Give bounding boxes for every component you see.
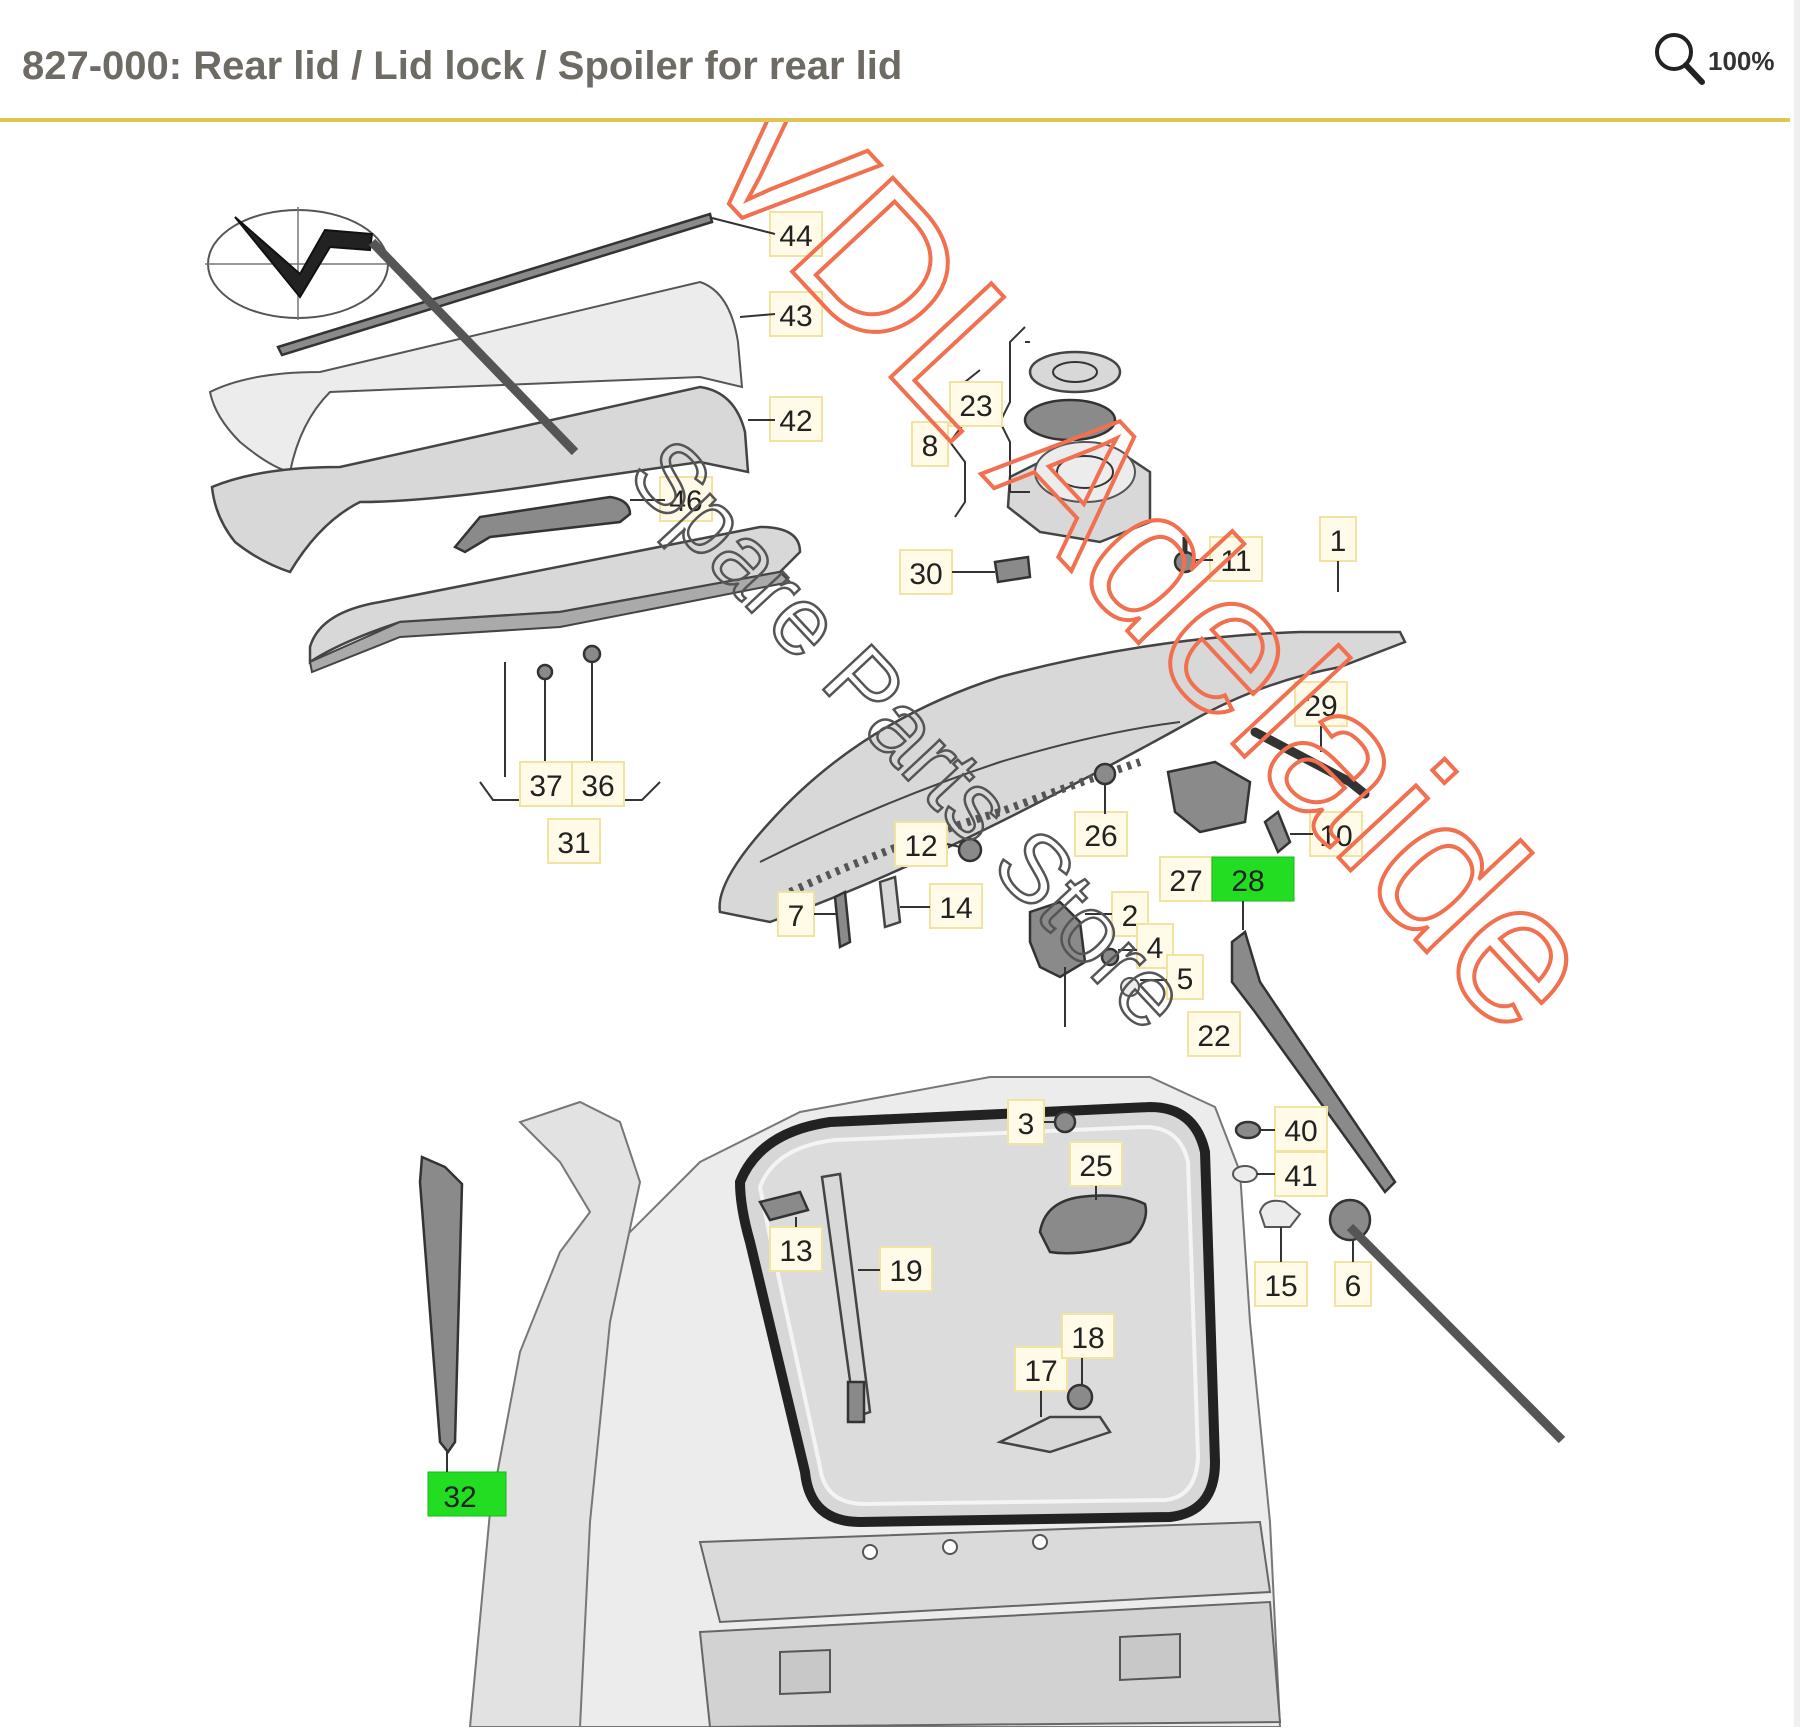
callout-labels: 44 43 42 46 23 8 11 30 1 29 37 36 31 [427,211,1372,1517]
callout-3: 3 [1018,1108,1035,1141]
callout-22: 22 [1197,1020,1230,1053]
scrollbar[interactable] [1794,0,1800,1727]
callout-26: 26 [1084,820,1117,853]
lid-lock-parts [957,760,1292,863]
callout-23: 23 [959,390,992,423]
callout-15: 15 [1264,1270,1297,1303]
callout-41: 41 [1284,1160,1317,1193]
callout-36: 36 [581,770,614,803]
page-header: 827-000: Rear lid / Lid lock / Spoiler f… [0,0,1790,122]
zoom-level: 100% [1708,46,1775,76]
callout-46: 46 [669,485,702,518]
highlighted-part-28 [1211,856,1295,902]
callout-40: 40 [1284,1115,1317,1148]
magnifier-icon [1655,33,1705,85]
rear-lid [718,630,1407,924]
callout-6: 6 [1345,1270,1362,1303]
callout-8: 8 [922,430,939,463]
callout-4: 4 [1147,932,1164,965]
lock-bolt [1173,537,1197,574]
callout-10: 10 [1319,820,1352,853]
callout-27: 27 [1169,865,1202,898]
callout-43: 43 [779,300,812,333]
watermark-line-left [368,238,579,456]
pillar-trim-left [418,1155,464,1455]
callout-11: 11 [1220,545,1251,578]
callout-1: 1 [1330,525,1347,558]
callout-32: 32 [443,1481,476,1514]
parts-diagram: 44 43 42 46 23 8 11 30 1 29 37 36 31 [0,37,1800,1729]
vehicle-body-shell [468,1076,1282,1729]
pillar-trim-right [1230,929,1397,1194]
callout-29: 29 [1304,690,1337,723]
callout-14: 14 [939,892,972,925]
highlighted-part-32 [427,1471,507,1517]
watermark-line-right [1346,1223,1566,1444]
callout-12: 12 [904,830,937,863]
lock-latch-parts [833,875,1140,997]
spoiler-cover-upper [208,280,744,474]
callout-37: 37 [529,770,562,803]
callout-42: 42 [779,405,812,438]
clip-30 [993,555,1032,584]
callout-2: 2 [1122,900,1139,933]
callout-17: 17 [1024,1355,1057,1388]
callout-18: 18 [1071,1322,1104,1355]
lower-hardware [758,1110,1372,1454]
callout-19: 19 [889,1255,922,1288]
callout-44: 44 [779,220,812,253]
callout-25: 25 [1079,1150,1112,1183]
cable-29 [1250,727,1370,799]
spoiler-base [308,525,802,665]
page-title: 827-000: Rear lid / Lid lock / Spoiler f… [22,44,903,88]
zoom-control[interactable]: 100% [1652,30,1782,90]
spoiler-cover-lower [210,385,750,574]
callout-7: 7 [788,900,805,933]
emblem-icon [205,207,390,320]
callout-13: 13 [779,1235,812,1268]
callout-5: 5 [1177,963,1194,996]
callout-30: 30 [909,558,942,591]
rear-emblem-assembly [948,326,1152,544]
callout-31: 31 [557,827,590,860]
spoiler-strip [276,212,714,357]
brake-light [453,495,632,554]
callout-28: 28 [1231,865,1264,898]
